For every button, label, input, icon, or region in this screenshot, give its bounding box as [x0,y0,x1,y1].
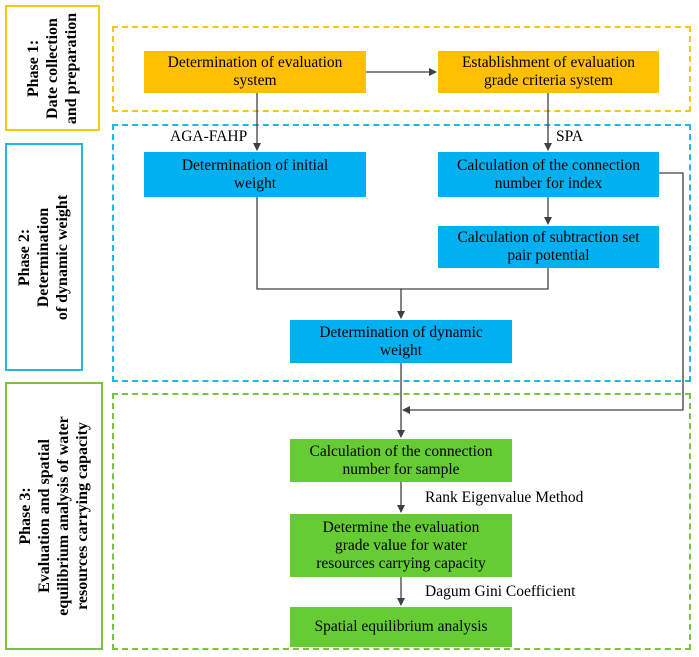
box-spatial-equilibrium: Spatial equilibrium analysis [290,607,512,647]
label-rank-eigenvalue: Rank Eigenvalue Method [425,489,584,506]
phase1-container [112,26,691,112]
label-aga-fahp: AGA-FAHP [170,128,248,145]
label-spa: SPA [556,128,584,145]
phase2-label: Phase 2: Determination of dynamic weight [5,143,83,371]
line-subtraction-join [401,268,549,290]
arrow-connindex-to-sample [402,172,684,414]
label-dagum-gini: Dagum Gini Coefficient [425,583,576,600]
phase3-label: Phase 3: Evaluation and spatial equilibr… [5,382,103,650]
phase1-label: Phase 1: Date collection and preparation [5,5,100,131]
arrow-initial-to-dynamic [256,197,405,319]
